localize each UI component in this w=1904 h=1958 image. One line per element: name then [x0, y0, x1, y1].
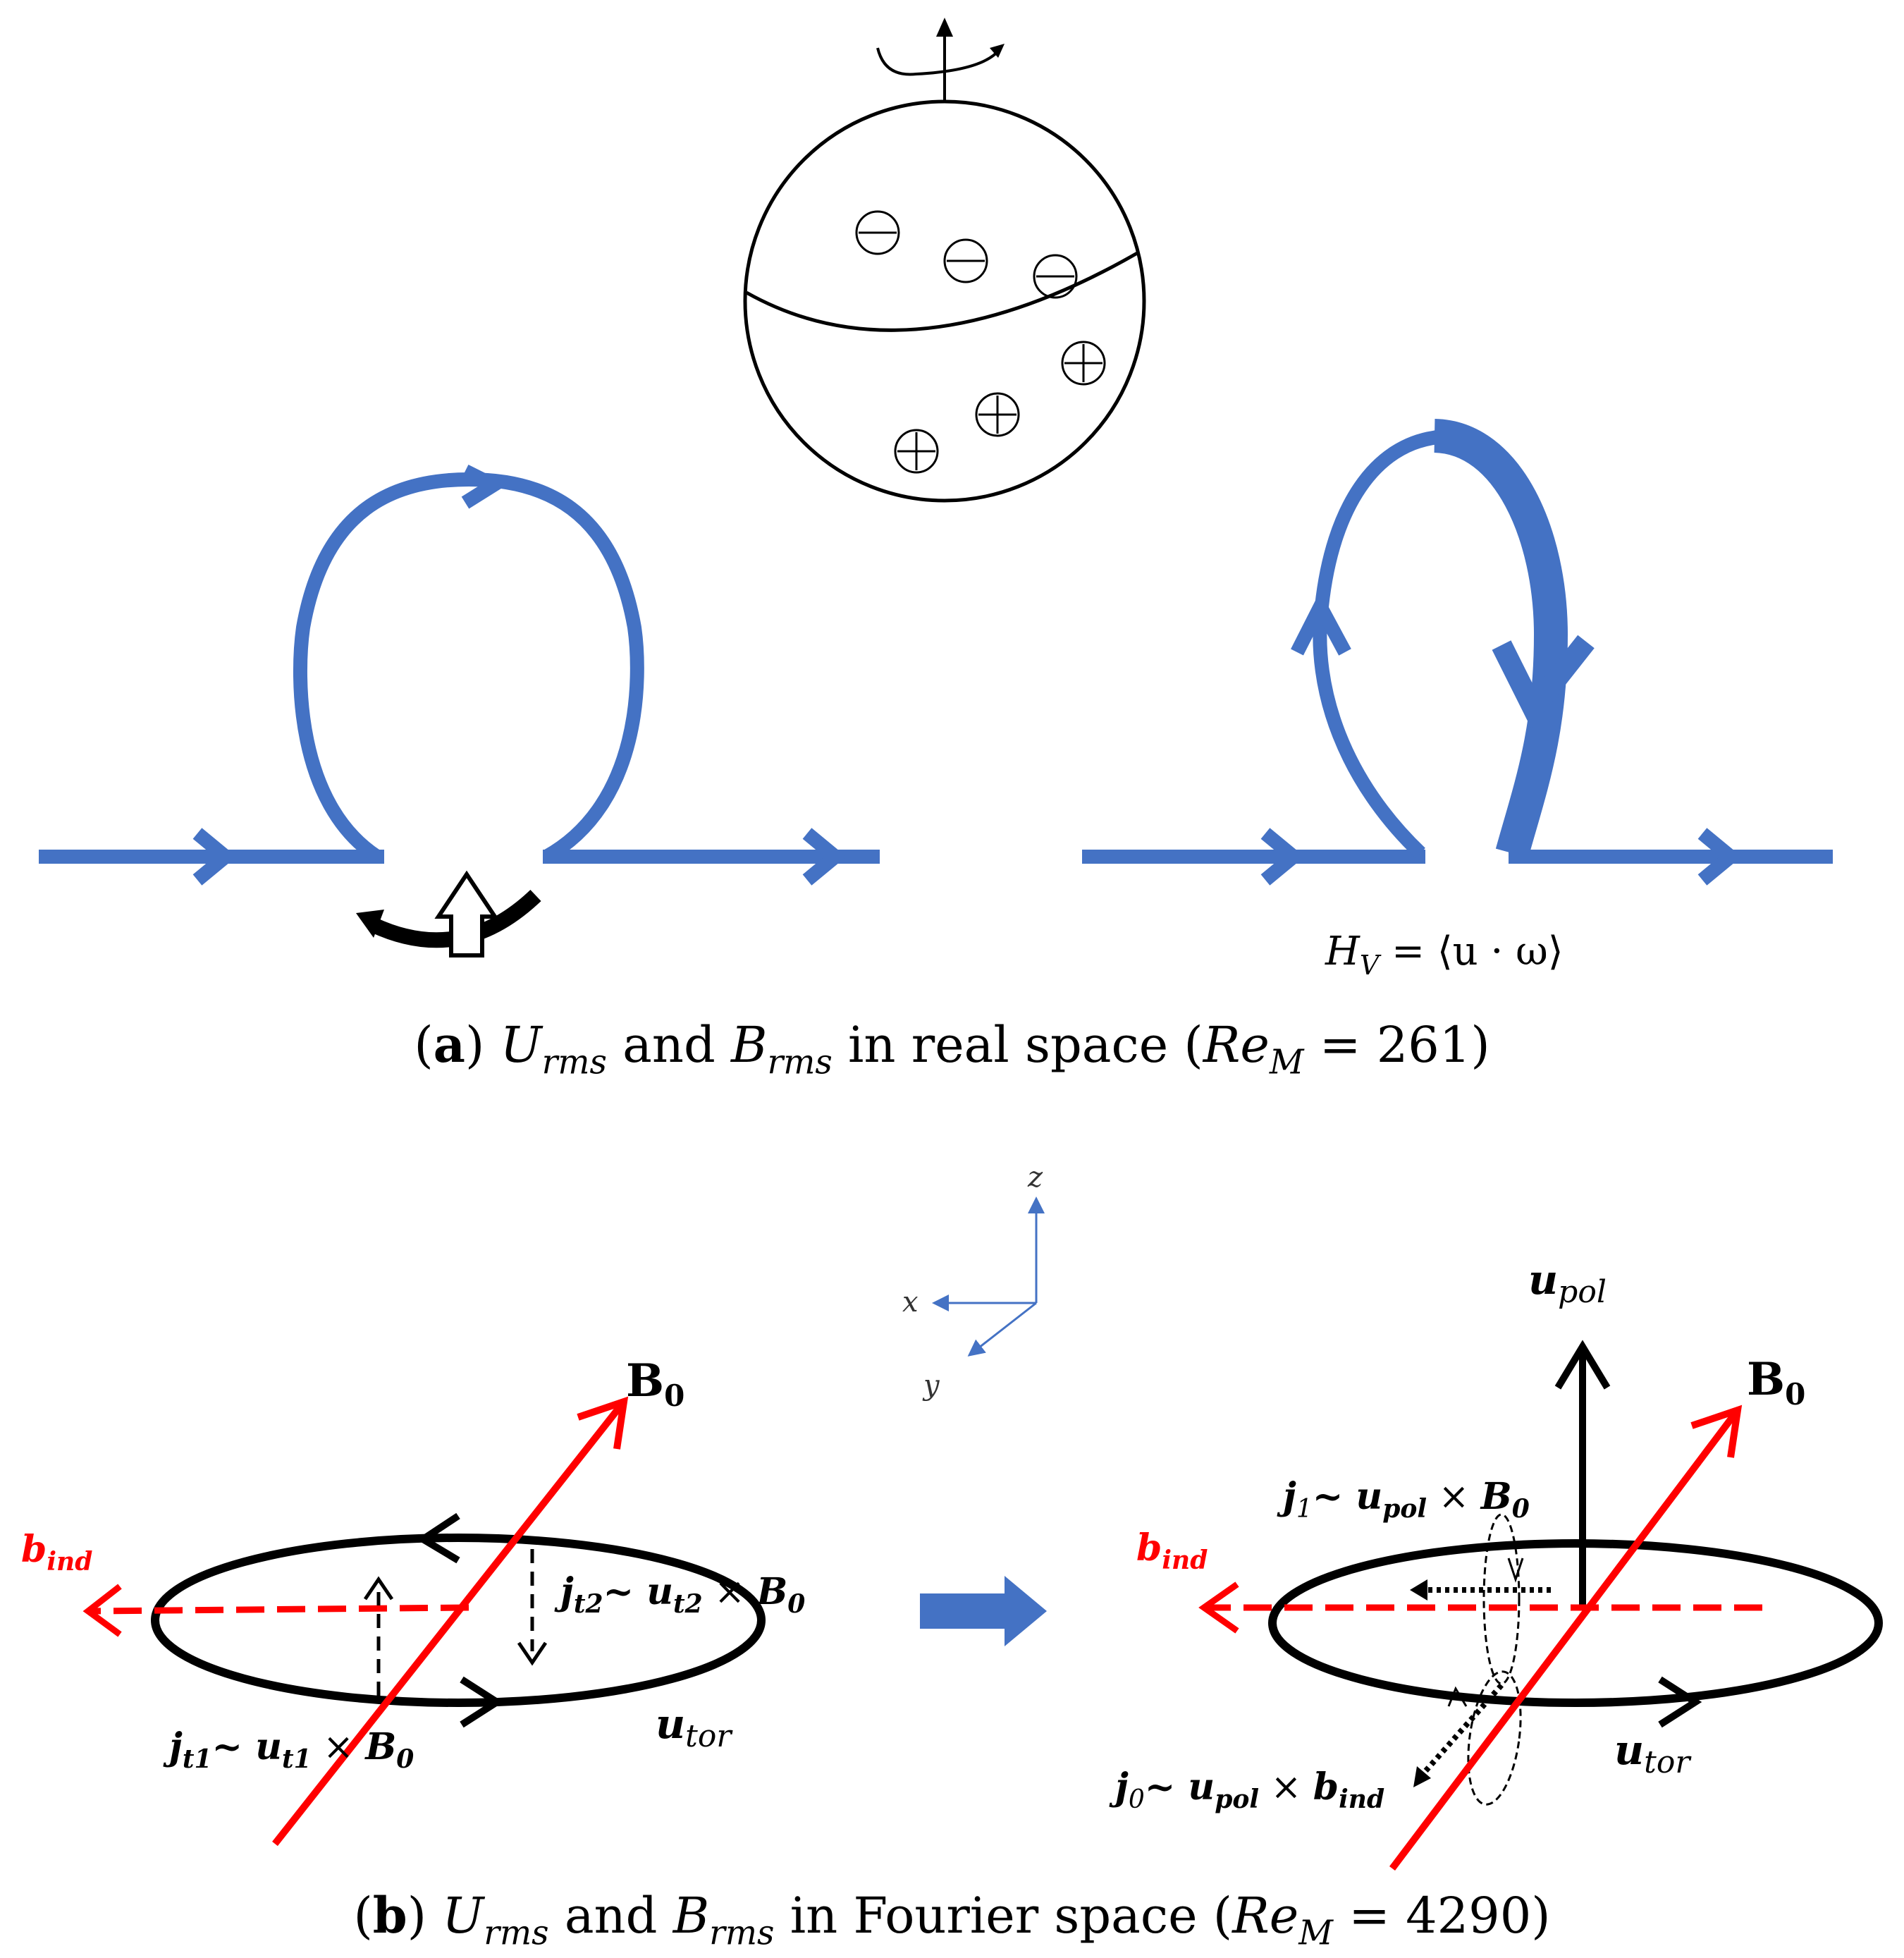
toroidal-arrow-bottom	[460, 1676, 504, 1728]
j0-loop-arrow	[1447, 1686, 1468, 1707]
caption-re: Re	[1203, 1016, 1270, 1074]
field-arrow	[192, 828, 237, 886]
plus-marker	[975, 392, 1020, 437]
caption-u: U	[500, 1016, 542, 1074]
field-arrow	[1492, 635, 1595, 728]
caption-middle: in Fourier space (	[774, 1887, 1233, 1945]
caption-letter: a	[433, 1015, 466, 1074]
caption-re-sub: M	[1269, 1043, 1304, 1082]
axis-label-y: y	[922, 1369, 940, 1402]
field-line-loop-left	[39, 465, 880, 886]
rotation-curl-arrow	[876, 47, 1001, 76]
caption-value: = 261)	[1303, 1016, 1490, 1074]
rotating-sphere	[743, 18, 1146, 503]
caption-u: U	[442, 1887, 484, 1945]
toroidal-arrow-bottom	[1658, 1676, 1702, 1728]
caption-u-sub: rms	[484, 1914, 549, 1953]
caption-and: and	[606, 1016, 732, 1074]
toroidal-arrow-top	[416, 1512, 460, 1564]
label-b-ind: bind	[21, 1528, 92, 1577]
field-arrow	[802, 828, 847, 886]
axis-label-z: z	[1027, 1161, 1043, 1194]
u-pol-arrowhead	[1554, 1340, 1611, 1390]
j1-loop-arrow	[1507, 1558, 1524, 1583]
label-b-ind: bind	[1136, 1526, 1208, 1575]
caption-value: = 4290)	[1332, 1887, 1551, 1945]
label-j1: j1~ upol × B0	[1277, 1475, 1530, 1524]
jt1-arrowhead	[363, 1576, 394, 1601]
label-u-tor: utor	[1614, 1726, 1692, 1780]
b-ind-arrowhead	[82, 1584, 122, 1637]
label-jt2: jt2~ ut2 × B0	[554, 1570, 805, 1619]
caption-b-sub: rms	[709, 1914, 775, 1953]
caption-panel-a: (a) Urms and Brms in real space (ReM = 2…	[414, 1015, 1490, 1082]
label-B0: B0	[626, 1354, 684, 1413]
field-loop	[293, 472, 644, 863]
label-u-tor: utor	[656, 1700, 733, 1754]
j0-induced-loop	[1467, 1670, 1522, 1806]
j0-dotted-arrow	[1418, 1683, 1504, 1779]
coordinate-axes	[932, 1197, 1045, 1357]
caption-re-sub: M	[1298, 1914, 1333, 1953]
b-ind-arrowhead	[1198, 1581, 1239, 1634]
negative-helicity-markers	[855, 210, 1078, 299]
caption-re: Re	[1232, 1887, 1299, 1945]
helicity-formula: HV = ⟨u · ω⟩	[1325, 929, 1564, 981]
jt2-arrowhead	[517, 1641, 548, 1666]
sphere-outline	[743, 99, 1146, 503]
field-arrow	[1291, 591, 1351, 656]
sphere-equator	[745, 250, 1140, 332]
axis-label-x: x	[902, 1286, 919, 1318]
minus-marker	[855, 210, 900, 255]
label-j0: j0~ upol × bind	[1109, 1766, 1384, 1814]
toroidal-loop	[151, 1534, 766, 1707]
caption-panel-b: (b) Urms and Brms in Fourier space (ReM …	[353, 1886, 1551, 1953]
field-arrow	[461, 465, 508, 509]
twist-arrow-icon	[356, 870, 541, 957]
positive-helicity-markers	[894, 341, 1106, 474]
B0-arrowhead	[1690, 1405, 1743, 1458]
caption-letter: b	[372, 1886, 407, 1945]
label-jt1: jt1~ ut1 × B0	[163, 1725, 414, 1774]
panel-a: HV = ⟨u · ω⟩	[39, 18, 1833, 981]
left-subdiagram: B0 bind jt2~ ut2 × B0 jt1~ ut1 × B0 utor	[21, 1354, 805, 1847]
caption-b: B	[731, 1016, 768, 1074]
plus-marker	[1061, 341, 1106, 386]
field-loop-down-thick	[1433, 419, 1568, 858]
rotation-axis-arrowhead	[936, 18, 953, 37]
toroidal-loop	[1268, 1539, 1883, 1707]
label-B0: B0	[1747, 1353, 1805, 1412]
transition-arrow	[920, 1576, 1047, 1646]
caption-middle: in real space (	[832, 1016, 1203, 1074]
field-arrow	[1260, 828, 1305, 886]
right-subdiagram: upol B0 bind j1~ upol × B0 j0~ upol × bi…	[1109, 1256, 1883, 1871]
j1-induced-loop	[1482, 1513, 1521, 1685]
caption-b: B	[672, 1887, 710, 1945]
B0-field-line	[1389, 1407, 1740, 1871]
label-u-pol: upol	[1528, 1256, 1607, 1310]
B0-field-line	[272, 1399, 627, 1847]
caption-b-sub: rms	[767, 1043, 833, 1082]
plus-marker	[894, 429, 939, 474]
B0-arrowhead	[577, 1396, 629, 1450]
caption-and: and	[548, 1887, 673, 1945]
panel-b: z x y B0 bind jt2~ ut2 × B0 jt1~ ut1 × B…	[21, 1161, 1883, 1871]
j1-arrowhead	[1410, 1579, 1427, 1601]
b-ind-dashed-arrow	[91, 1604, 469, 1615]
caption-u-sub: rms	[541, 1043, 607, 1082]
rotation-curl-arrowhead	[990, 44, 1005, 58]
field-arrow	[1697, 828, 1742, 886]
field-line-loop-right	[1082, 419, 1833, 886]
j0-arrowhead	[1413, 1766, 1431, 1787]
minus-marker	[943, 238, 988, 283]
minus-marker	[1033, 254, 1078, 299]
